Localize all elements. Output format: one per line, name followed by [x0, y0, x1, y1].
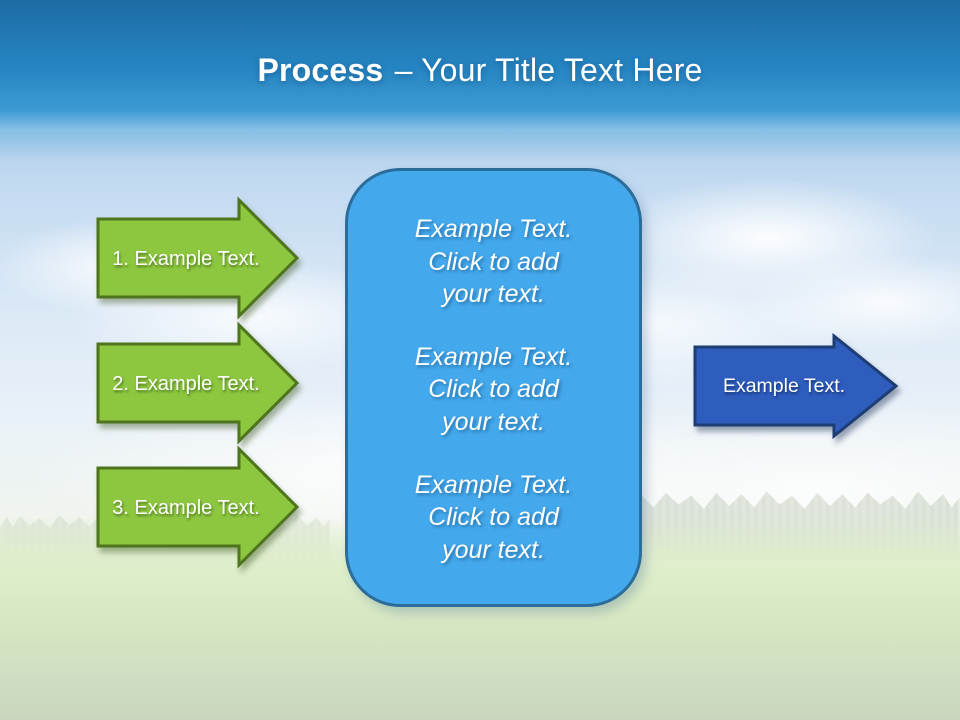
blue-right-arrow-icon — [693, 332, 899, 440]
title-rest: – Your Title Text Here — [394, 52, 703, 88]
panel-text-placeholder-2[interactable]: Example Text. Click to add your text. — [414, 342, 573, 436]
panel-text-placeholder-3[interactable]: Example Text. Click to add your text. — [414, 470, 573, 564]
page-title[interactable]: Process – Your Title Text Here — [0, 52, 960, 89]
title-emphasis: Process — [257, 52, 384, 88]
step-arrow-1[interactable]: 1. Example Text. — [95, 196, 301, 320]
green-right-arrow-icon — [96, 445, 300, 569]
output-arrow-label: Example Text. — [722, 375, 846, 397]
output-arrow[interactable]: Example Text. — [692, 332, 900, 440]
step-arrow-3[interactable]: 3. Example Text. — [95, 445, 301, 569]
panel-text-placeholder-1[interactable]: Example Text. Click to add your text. — [414, 215, 573, 308]
step-arrow-2-label: 2. Example Text. — [112, 372, 260, 395]
green-right-arrow-icon — [96, 321, 300, 445]
step-arrow-2[interactable]: 2. Example Text. — [95, 321, 301, 445]
process-panel[interactable]: Example Text. Click to add your text. Ex… — [345, 168, 642, 607]
green-right-arrow-icon — [96, 196, 300, 320]
step-arrow-1-label: 1. Example Text. — [112, 247, 260, 270]
step-arrow-3-label: 3. Example Text. — [112, 496, 260, 519]
